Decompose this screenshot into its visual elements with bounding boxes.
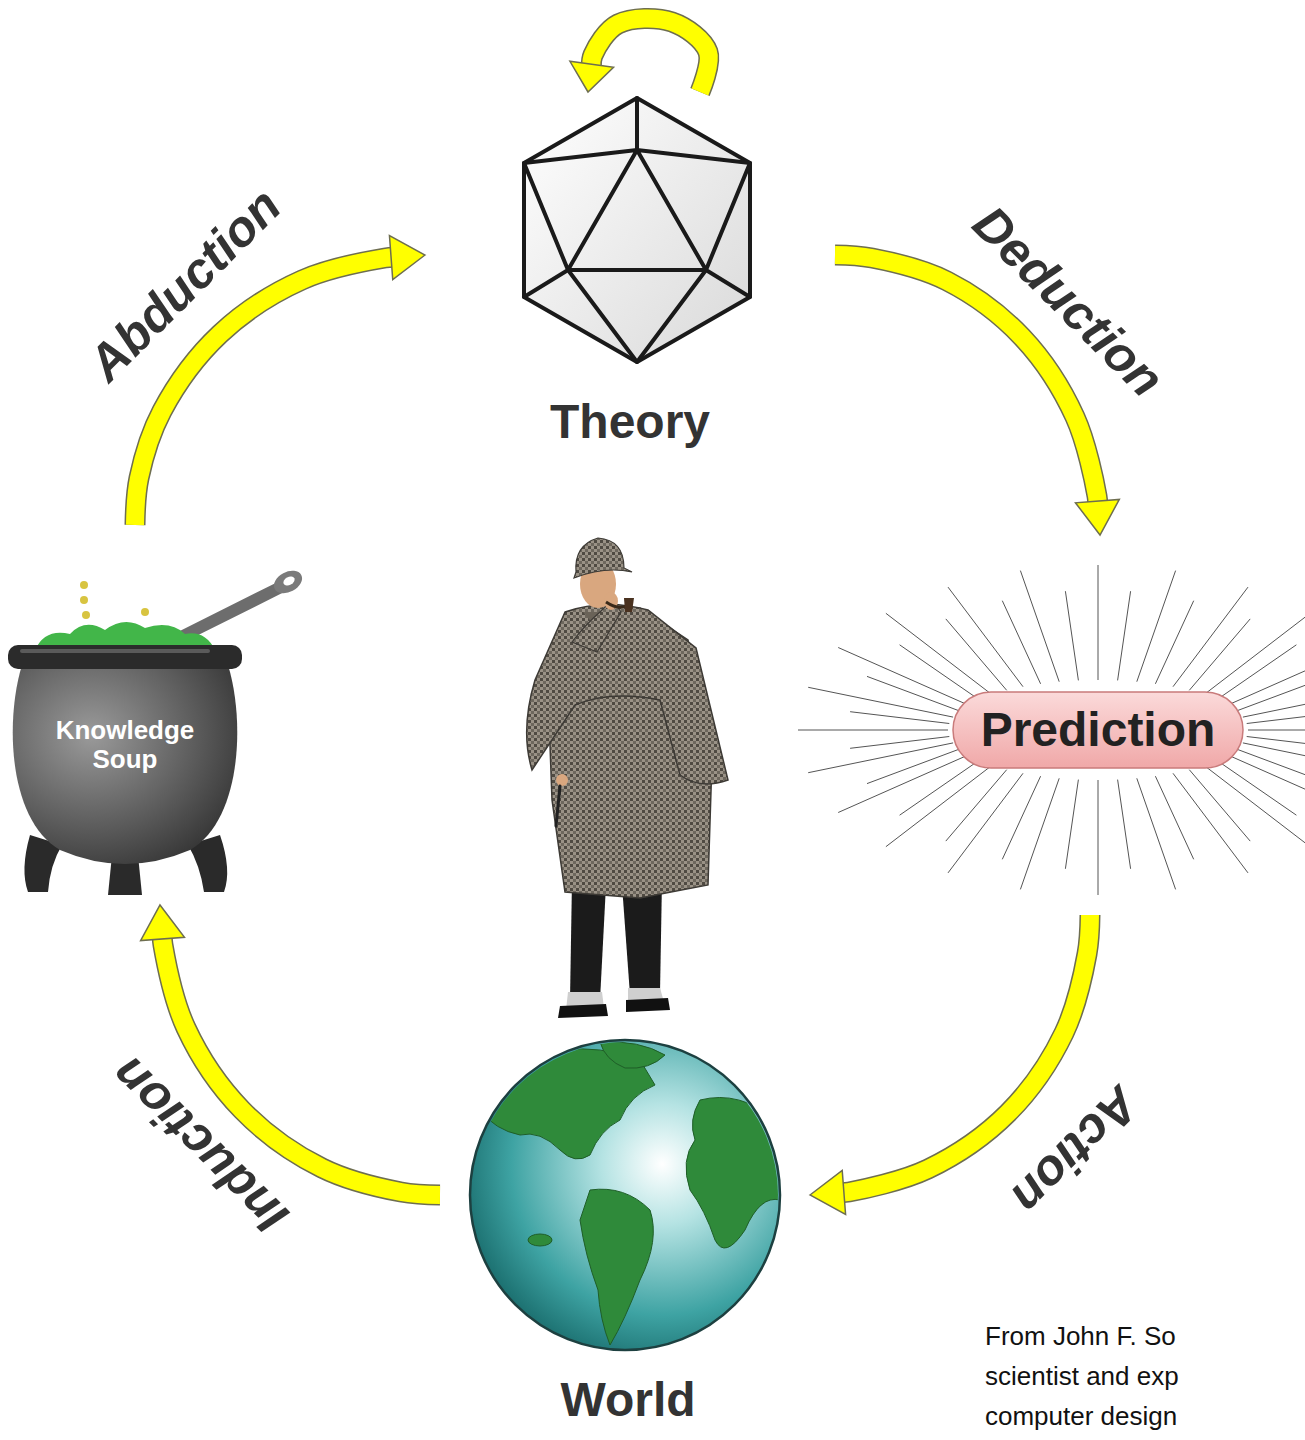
- hand: [556, 774, 568, 786]
- node-drawing: [470, 1040, 780, 1350]
- pipe-bowl: [624, 598, 634, 612]
- edge-label-holder: Induction: [100, 1045, 300, 1245]
- arrow-band: [591, 18, 709, 92]
- shoe: [626, 998, 670, 1012]
- node-label: World: [478, 1374, 778, 1427]
- magnifier-handle: [556, 786, 560, 826]
- world-node: World: [440, 1030, 810, 1435]
- edge-label-holder: Action: [1000, 1075, 1151, 1226]
- edge-label-holder: Abduction: [77, 177, 292, 392]
- note-holder: From John F. So: [985, 1322, 1176, 1352]
- node-label: Theory: [480, 396, 780, 449]
- prediction-node: Prediction: [800, 535, 1300, 915]
- shoe: [558, 1004, 608, 1018]
- cycle-arrow: [570, 18, 709, 92]
- cape: [527, 604, 728, 784]
- arrow-head: [570, 61, 614, 92]
- note-holder: scientist and exp: [985, 1362, 1179, 1392]
- deerstalker-hat: [574, 538, 632, 578]
- edge-label: Abduction: [77, 177, 292, 392]
- node-outline: [5, 525, 310, 905]
- node-drawing: [524, 98, 750, 362]
- arrow-head: [389, 236, 425, 280]
- cauldron-node: Knowledge Soup: [5, 525, 310, 905]
- detective-figure: [527, 538, 728, 1018]
- arrow-head: [810, 1170, 846, 1214]
- node-outline-group: [798, 565, 1305, 895]
- node-outline-group: [524, 98, 750, 362]
- source-note: scientist and exp: [985, 1362, 1179, 1392]
- edge-label: Induction: [100, 1045, 300, 1245]
- node-label: Prediction: [958, 704, 1238, 757]
- edge-label: Deduction: [961, 195, 1175, 409]
- arrow-outline: [591, 18, 709, 92]
- node-drawing: [798, 565, 1305, 895]
- arrow-head: [1075, 499, 1119, 535]
- edge-label-holder: Deduction: [961, 195, 1175, 409]
- theory-node: Theory: [425, 92, 835, 460]
- arrow-head: [141, 905, 185, 941]
- leg: [570, 880, 606, 1000]
- source-note: computer design: [985, 1402, 1177, 1432]
- node-outline-group: [470, 1040, 780, 1350]
- node-outline-group: [8, 566, 306, 895]
- node-drawing: [8, 566, 306, 895]
- note-holder: computer design: [985, 1402, 1177, 1432]
- node-label: Knowledge Soup: [40, 716, 210, 773]
- pipe-stem: [606, 602, 626, 607]
- edge-label: Action: [1000, 1075, 1151, 1226]
- source-note: From John F. So: [985, 1322, 1176, 1352]
